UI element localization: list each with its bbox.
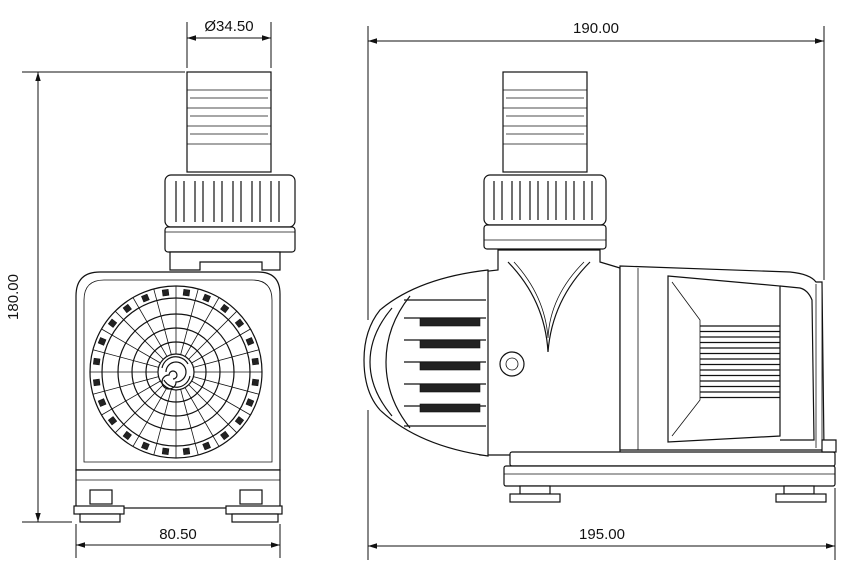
dim-label-side-top-length: 190.00 [573,20,619,37]
dim-outlet-diameter: Ø34.50 [186,18,272,68]
dim-front-height: 180.00 [5,71,185,523]
dim-side-bottom-length: 195.00 [367,410,836,560]
side-base-feet [503,439,837,503]
dim-label-side-bottom-length: 195.00 [579,526,625,543]
front-knurled-nut [164,174,296,253]
side-outlet-barb [502,71,588,173]
side-view: 190.00 195.00 [363,20,837,560]
front-base-feet [73,469,283,523]
side-knurled-nut [483,174,607,250]
front-outlet-barb [186,71,272,173]
motor-housing [619,265,825,451]
front-view: Ø34.50 180.00 80.50 [5,18,296,558]
intake-grill [89,285,263,459]
dim-label-front-height: 180.00 [5,274,22,320]
dim-label-outlet-diameter: Ø34.50 [204,18,253,35]
front-pump-body [75,271,281,471]
intake-cage [363,269,489,457]
dim-side-top-length: 190.00 [367,20,825,320]
dim-label-front-width: 80.50 [159,526,197,543]
dim-front-width: 80.50 [75,524,281,558]
